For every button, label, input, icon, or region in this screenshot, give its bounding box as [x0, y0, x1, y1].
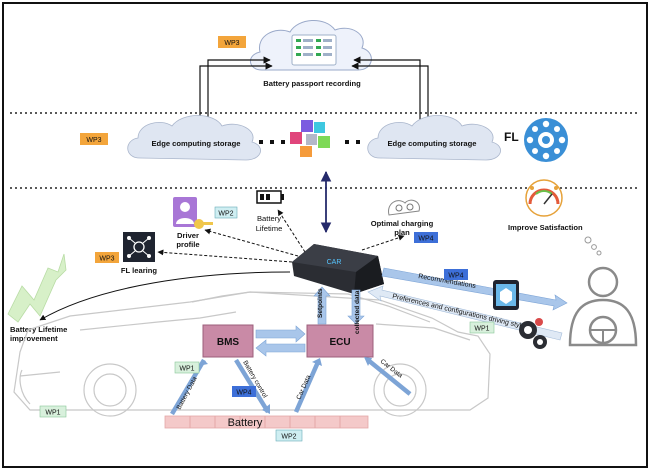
battery-icon: [256, 190, 284, 204]
improvement-arrow-icon: [7, 253, 67, 323]
fl-label: FL: [504, 130, 519, 144]
data-cubes-icon: [290, 120, 330, 157]
wp-badge-fl-learning: WP3: [95, 252, 119, 263]
wp-badge-recommend: WP4: [444, 269, 468, 280]
wp-badge-battery: WP2: [275, 429, 303, 442]
svg-text:WP3: WP3: [224, 40, 239, 47]
setpoints-label: Setpoints: [317, 288, 324, 318]
charging-plan-line1: Optimal charging: [371, 219, 434, 228]
bms-box: [202, 324, 254, 358]
edge-right-label: Edge computing storage: [387, 139, 476, 148]
driver-profile-line1: Driver: [177, 231, 199, 240]
satisfaction-gauge-icon: [525, 179, 563, 217]
svg-text:WP4: WP4: [236, 390, 251, 397]
wp-badge-charging: WP4: [414, 232, 438, 243]
arrow-device-driver-profile: [204, 228, 299, 257]
edge-cloud-right: Edge computing storage: [367, 115, 501, 161]
charging-plan-line2: plan: [394, 228, 410, 237]
driver-profile-icon: [173, 197, 213, 229]
edge-left-label: Edge computing storage: [151, 139, 240, 148]
flow-ecu-to-bms: [255, 339, 306, 357]
gears-icon: [519, 318, 547, 349]
svg-text:WP1: WP1: [45, 410, 60, 417]
fl-learning-label: FL learing: [121, 266, 158, 275]
arrow-cloud-to-edge-right-2: [351, 62, 432, 127]
arrow-cloud-to-edge-left-2: [196, 62, 273, 127]
svg-text:WP2: WP2: [218, 211, 233, 218]
svg-text:WP2: WP2: [281, 434, 296, 441]
wp-badge-edge: WP3: [80, 133, 108, 145]
wp-badge-driver: WP2: [214, 206, 238, 219]
passport-cloud: Battery passport recording: [250, 20, 372, 88]
battery-label: Battery: [228, 417, 263, 429]
battery-lifetime-line1: Battery: [257, 214, 281, 223]
outer-frame: [2, 2, 648, 468]
driver-profile-line2: profile: [176, 240, 199, 249]
car-device: CAR: [292, 244, 384, 294]
thought-bubble: [584, 236, 602, 256]
arrow-device-fl-learning: [157, 249, 293, 263]
svg-text:WP4: WP4: [448, 273, 463, 280]
svg-text:WP3: WP3: [99, 256, 114, 263]
flow-recommendations: [381, 267, 568, 311]
flow-ecu-to-device: [313, 286, 331, 325]
edge-cloud-left: Edge computing storage: [127, 115, 261, 161]
battery-lifetime-line2: Lifetime: [256, 224, 283, 233]
ecu-label: ECU: [329, 337, 350, 348]
tablet-icon: [493, 280, 519, 310]
flow-car-data-left: [293, 361, 321, 413]
edge-link-chain: [259, 140, 360, 144]
satisfaction-label: Improve Satisfaction: [508, 223, 583, 232]
charging-plan-icon: [388, 199, 420, 216]
svg-text:WP1: WP1: [474, 326, 489, 333]
flow-device-to-ecu: [347, 289, 365, 325]
wp-badge-bms-left: WP1: [174, 361, 200, 374]
driver-icon: [568, 266, 638, 347]
improvement-line2: improvement: [10, 334, 58, 343]
wp-badge-preferences: WP1: [469, 321, 495, 334]
arrow-device-battery-lifetime: [277, 209, 306, 253]
fl-network-icon: [524, 118, 568, 162]
arrow-device-charging: [361, 234, 405, 251]
fl-learning-icon: [123, 232, 155, 262]
wp-badge-car-left: WP1: [39, 405, 67, 418]
collected-data-label: collected data: [354, 290, 361, 334]
battery-pack: Battery: [164, 415, 369, 429]
improvement-line1: Battery Lifetime: [10, 325, 67, 334]
svg-text:WP4: WP4: [418, 236, 433, 243]
bms-label: BMS: [217, 337, 240, 348]
flow-car-data-right: [366, 358, 412, 396]
svg-text:WP3: WP3: [86, 137, 101, 144]
ecu-box: [306, 324, 374, 358]
svg-text:WP1: WP1: [179, 366, 194, 373]
arrow-device-improvement: [39, 271, 291, 321]
passport-label: Battery passport recording: [263, 79, 361, 88]
wp-badge-bms-under: WP4: [232, 386, 256, 397]
wp-badge-top: WP3: [218, 36, 246, 48]
flow-bms-to-ecu: [255, 325, 306, 343]
device-label: CAR: [327, 259, 342, 266]
